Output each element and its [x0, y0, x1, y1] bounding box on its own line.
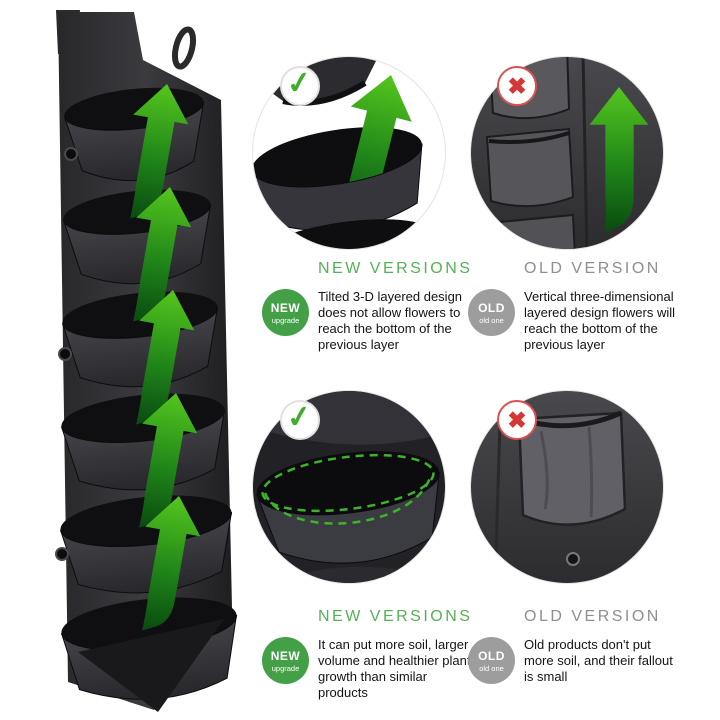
new-volume-description: It can put more soil, larger volume and … — [318, 637, 471, 700]
badge-top-label: NEW — [270, 300, 301, 315]
badge-bottom-label: old one — [479, 315, 504, 325]
new-upgrade-badge: NEW upgrade — [262, 637, 309, 684]
old-version-heading: OLD VERSION — [524, 260, 661, 277]
section2-new-info: NEW VERSIONS NEW upgrade It can put more… — [262, 608, 476, 701]
new-versions-heading: NEW VERSIONS — [318, 608, 473, 625]
old-version-heading: OLD VERSION — [524, 608, 661, 625]
badge-bottom-label: old one — [479, 663, 504, 673]
check-icon: ✓ — [280, 65, 320, 106]
vertical-hanging-planter-image — [55, 10, 238, 712]
section2-old-info: OLD VERSION OLD old one Old products don… — [468, 608, 704, 685]
check-icon: ✓ — [280, 399, 320, 440]
badge-bottom-label: upgrade — [271, 663, 300, 673]
new-versions-heading: NEW VERSIONS — [318, 260, 473, 277]
badge-top-label: OLD — [478, 300, 505, 315]
new-upgrade-badge: NEW upgrade — [262, 289, 309, 336]
old-one-badge: OLD old one — [468, 637, 515, 684]
check-glyph: ✓ — [284, 65, 315, 102]
section1-new-info: NEW VERSIONS NEW upgrade Tilted 3-D laye… — [262, 260, 476, 353]
cross-icon: ✖ — [497, 400, 537, 440]
badge-bottom-label: upgrade — [271, 315, 300, 325]
cross-glyph: ✖ — [507, 406, 527, 433]
cross-glyph: ✖ — [507, 72, 527, 99]
cross-icon: ✖ — [497, 66, 537, 106]
badge-top-label: OLD — [478, 648, 505, 663]
new-design-description: Tilted 3-D layered design does not allow… — [318, 289, 463, 352]
old-one-badge: OLD old one — [468, 289, 515, 336]
old-design-description: Vertical three-dimensional layered desig… — [524, 289, 676, 352]
old-volume-description: Old products don't put more soil, and th… — [524, 637, 673, 684]
check-glyph: ✓ — [284, 399, 315, 436]
old-design-small-pocket-photo — [470, 390, 664, 584]
badge-top-label: NEW — [270, 648, 301, 663]
section1-old-info: OLD VERSION OLD old one Vertical three-d… — [468, 260, 704, 353]
